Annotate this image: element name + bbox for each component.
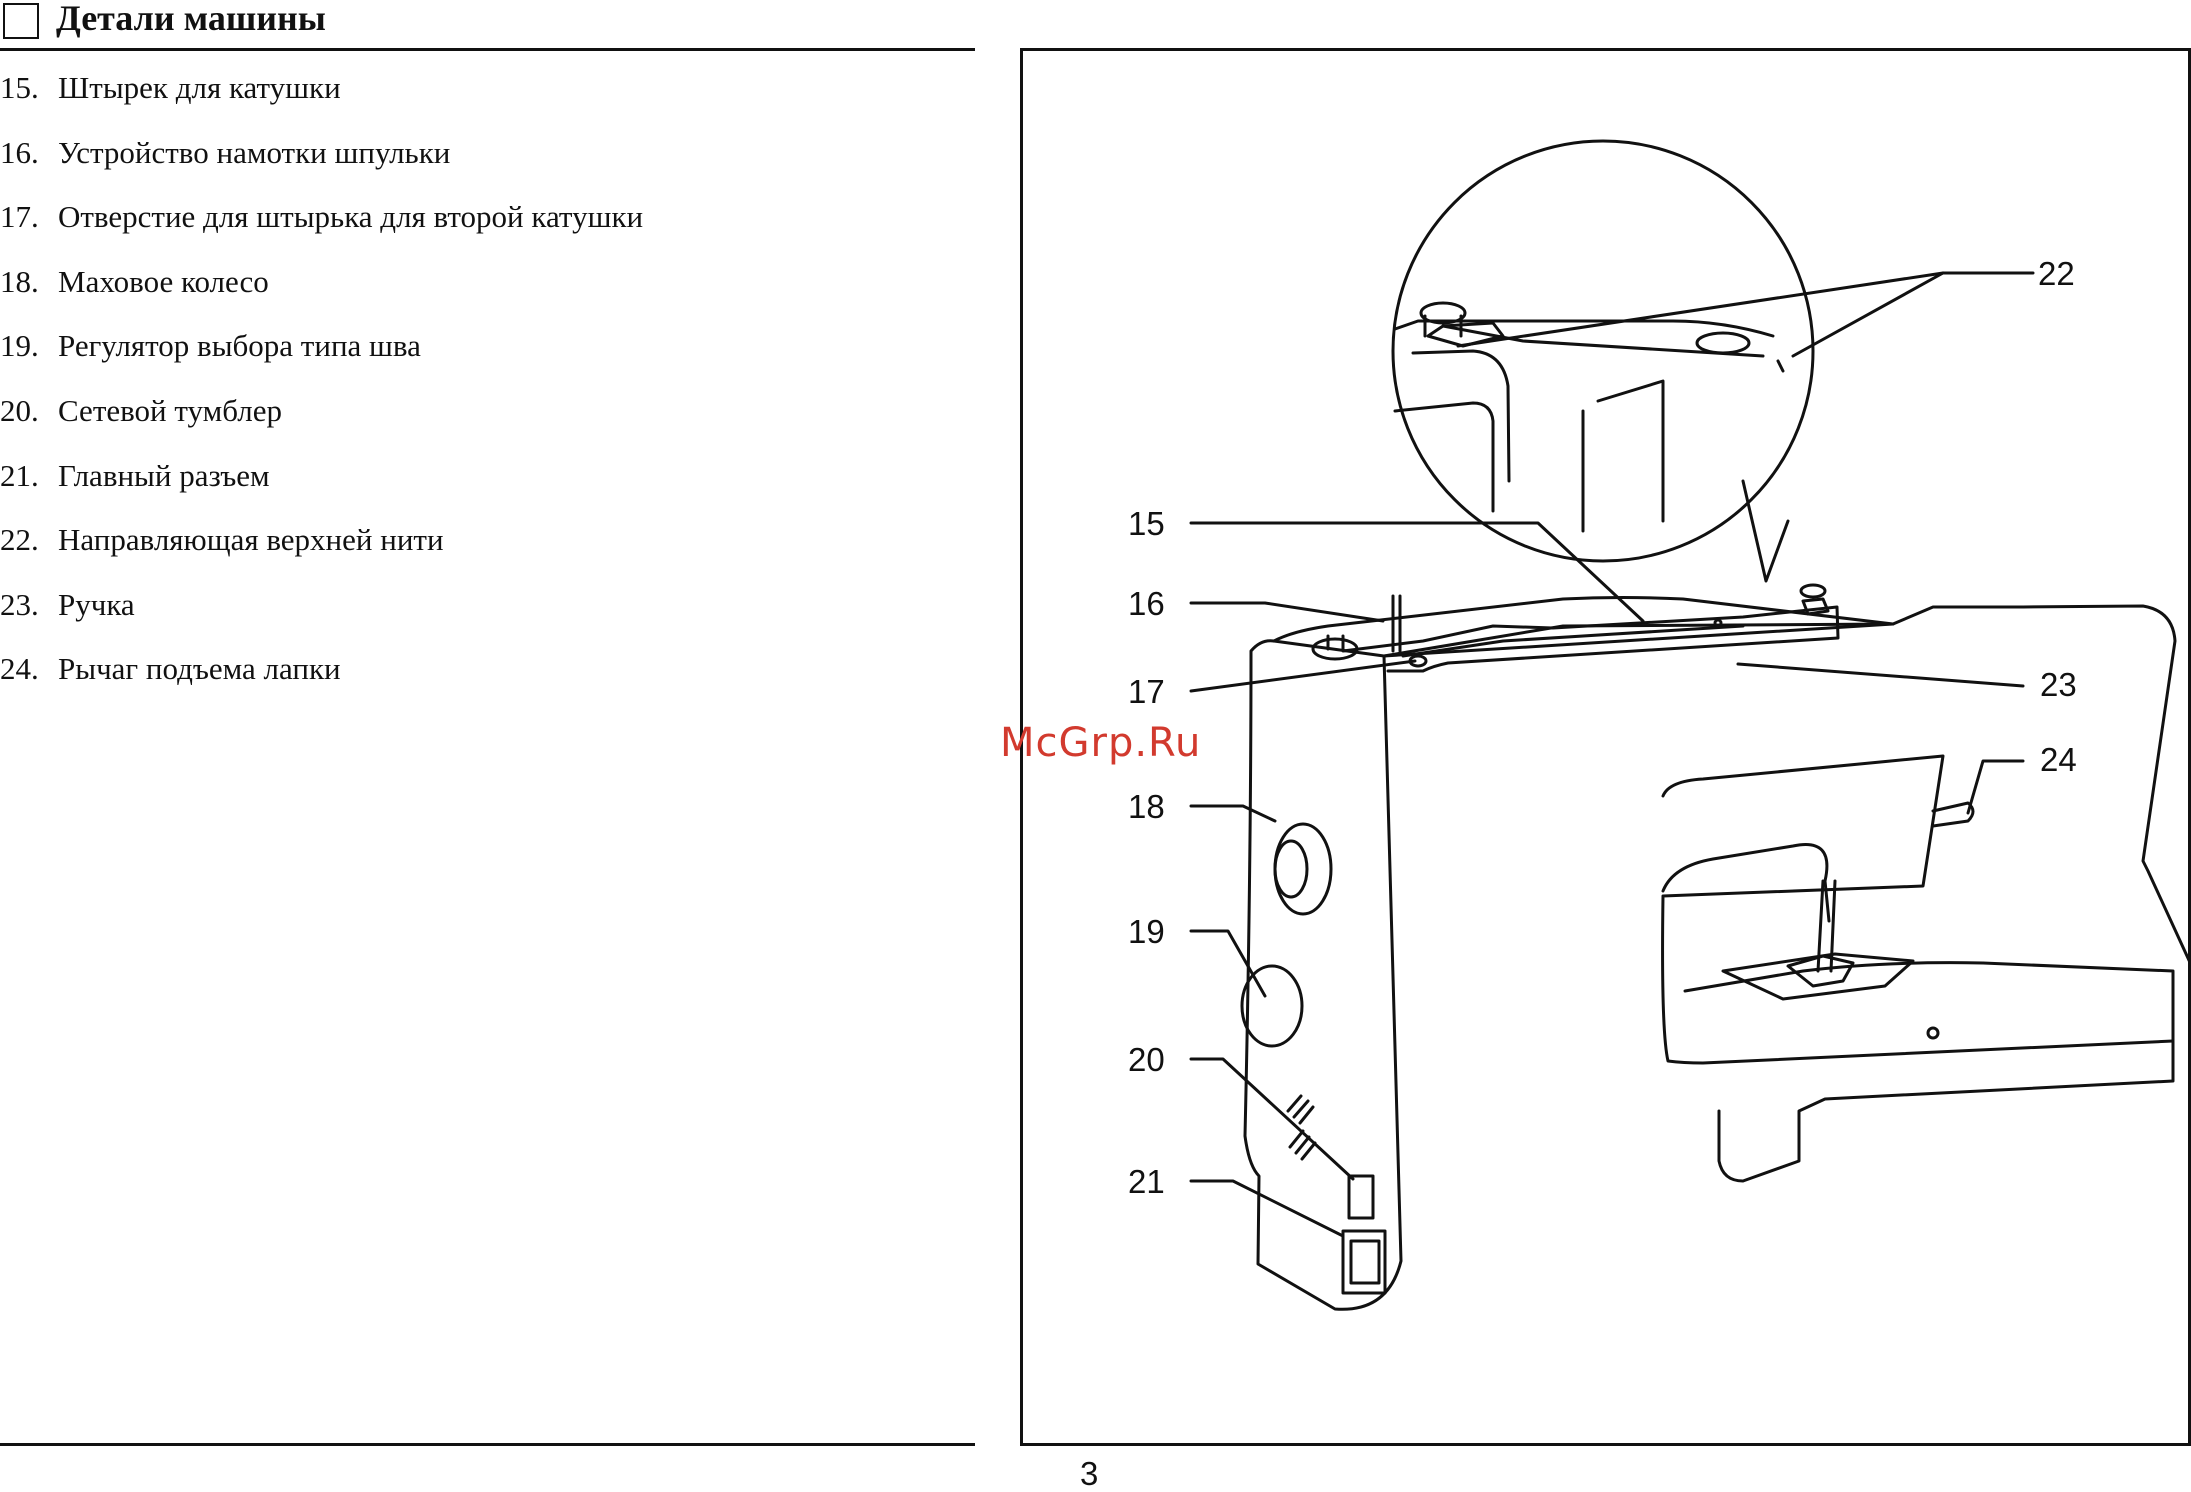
callout-18: 18 [1128,788,1165,825]
callout-20: 20 [1128,1041,1165,1078]
arm-inner [1661,843,1831,923]
main-socket [1341,1229,1387,1295]
part-name: Главный разъем [58,457,270,493]
spool-pin [1391,594,1402,653]
arm-window [1661,754,2175,1065]
part-number: 22. [0,522,39,558]
inset-pointer [1741,479,1790,583]
handwheel-hub [1273,839,1309,899]
handle [1341,605,1840,673]
leader-19 [1189,929,1267,998]
callout-16: 16 [1128,585,1165,622]
part-name: Направляющая верхней нити [58,522,444,558]
part-number: 19. [0,328,39,364]
handwheel [1273,822,1333,916]
inset-hole [1695,331,1751,355]
bed-hole [1926,1026,1940,1040]
machine-top-deck [1272,596,1895,643]
part-number: 24. [0,651,39,687]
thread-guide [1801,597,1830,616]
inset-circle [1391,139,1815,563]
section-title: Детали машины [56,0,326,38]
machine-front-panel [1243,639,1403,1311]
leader-17 [1189,659,1417,693]
part-number: 18. [0,263,39,299]
part-number: 23. [0,586,39,622]
title-checkbox[interactable] [3,3,39,39]
part-name: Устройство намотки шпульки [58,134,451,170]
part-number: 15. [0,70,39,105]
callout-19: 19 [1128,913,1165,950]
leader-22a [1456,271,2035,348]
handle-inner [1401,624,1745,658]
callout-15: 15 [1128,505,1165,542]
callout-23: 23 [2040,666,2077,703]
section-header: Детали машины [0,0,975,52]
sewing-machine-diagram: 15 16 17 18 19 20 21 22 23 24 [1128,139,2188,1311]
bottom-rule [0,1443,975,1446]
part-name: Ручка [58,586,135,622]
callout-21: 21 [1128,1163,1165,1200]
inset-slot [1776,359,1785,373]
leader-18 [1189,804,1277,823]
header-rule [0,48,975,51]
pattern-selector [1240,964,1304,1048]
figure-frame: 15 16 17 18 19 20 21 22 23 24 [1020,48,2191,1446]
inset-handle-top [1441,324,1765,358]
presser-foot-lever [1931,801,1975,828]
presser-foot [1786,954,1855,988]
inset-guide-cap [1419,301,1467,325]
page-number: 3 [1080,1455,1099,1492]
leader-23 [1736,662,2025,688]
part-name: Маховое колесо [58,263,269,299]
part-name: Рычаг подъема лапки [58,651,341,687]
bobbin-winder [1311,637,1359,661]
leader-24 [1966,759,2025,815]
leader-15 [1189,521,1645,623]
main-socket-inner [1349,1239,1381,1285]
inset-guide-post [1423,314,1463,338]
inset-guide-body [1426,321,1505,348]
inset-side [1581,379,1665,533]
part-number: 17. [0,199,39,235]
part-number: 21. [0,457,39,493]
part-number: 16. [0,134,39,170]
part-name: Регулятор выбора типа шва [58,328,421,364]
machine-body [1382,604,2188,962]
leader-21 [1189,1179,1345,1238]
part-number: 20. [0,392,39,428]
bobbin-winder-stem [1326,634,1345,651]
inset-top-edge [1393,319,1775,338]
watermark: McGrp.Ru [1000,720,1202,766]
handle-dot [1713,618,1723,628]
part-name: Штырек для катушки [58,70,341,105]
power-switch [1347,1174,1375,1220]
part-name: Сетевой тумблер [58,392,282,428]
callout-22: 22 [2038,255,2075,292]
inset-handle [1393,349,1511,513]
machine-bed [1683,961,2175,1183]
callout-17: 17 [1128,673,1165,710]
part-name: Отверстие для штырька для второй катушки [58,199,644,235]
thread-guide-cap [1799,583,1827,599]
leader-22b [1791,271,1945,358]
leader-20 [1189,1057,1355,1181]
vent-slots [1286,1094,1317,1161]
leader-16 [1189,601,1385,623]
callout-24: 24 [2040,741,2077,778]
